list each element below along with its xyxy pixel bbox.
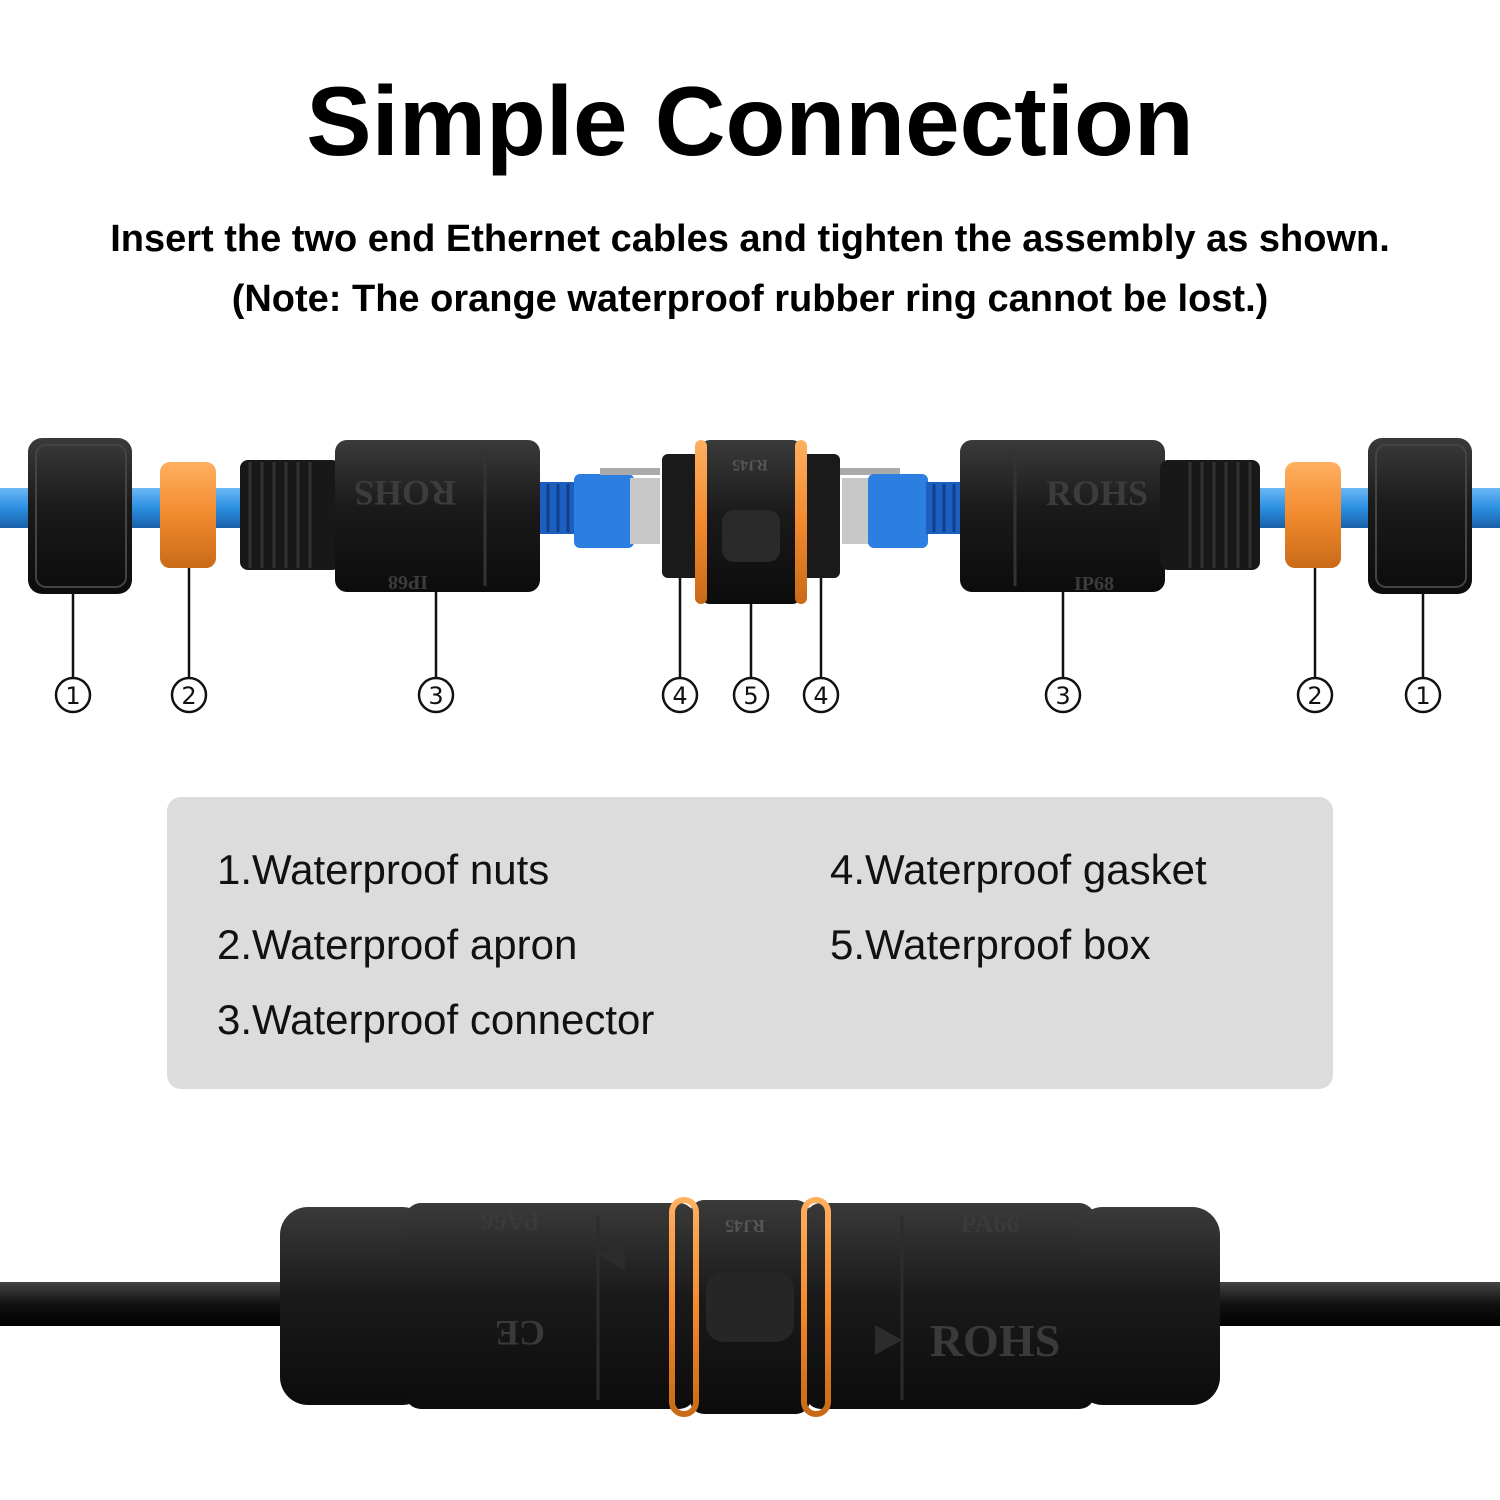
legend-item-nuts: 1.Waterproof nuts: [217, 846, 550, 893]
callout-label-3: 3: [428, 682, 443, 710]
callout-circle-2: [1296, 676, 1334, 714]
rohs-marking-assembled: ROHS: [930, 1315, 1060, 1366]
callout-label-5: 5: [743, 682, 758, 710]
callout-circle-2: [170, 676, 208, 714]
rj45-marking-assembled: RJ45: [725, 1216, 765, 1236]
rohs-marking-left: ROHS: [354, 473, 456, 513]
callout-circle-5: [732, 676, 770, 714]
callout-circle-3: [417, 676, 455, 714]
callout-label-1: 1: [65, 682, 80, 710]
ip68-marking-right: IP68: [1074, 573, 1114, 595]
callout-label-2: 2: [1307, 682, 1322, 710]
ethernet-cable-assembled-left: [0, 1282, 300, 1326]
note-text: (Note: The orange waterproof rubber ring…: [231, 278, 1269, 320]
ip68-marking-left: IP68: [388, 571, 428, 593]
callout-label-2: 2: [181, 682, 196, 710]
waterproof-apron-right: [1285, 462, 1341, 568]
waterproof-connector-right: ROHS IP68: [960, 440, 1260, 595]
assembled-connector: PA66 PA66 RJ45 CE ROHS: [280, 1197, 1220, 1417]
instruction-text: Insert the two end Ethernet cables and t…: [110, 218, 1390, 260]
pa66-marking-left: PA66: [481, 1206, 540, 1235]
ce-marking: CE: [495, 1313, 545, 1353]
parts-legend: 1.Waterproof nuts 2.Waterproof apron 3.W…: [167, 797, 1333, 1089]
callout-circle-4: [661, 676, 699, 714]
ethernet-cable-assembled-right: [1200, 1282, 1500, 1326]
legend-item-gasket: 4.Waterproof gasket: [830, 846, 1207, 893]
pa66-marking-right: PA66: [961, 1209, 1020, 1238]
waterproof-gasket-left: [695, 440, 707, 604]
legend-item-connector: 3.Waterproof connector: [217, 996, 655, 1043]
waterproof-nut-left: [28, 438, 132, 594]
waterproof-nut-right: [1368, 438, 1472, 594]
callout-label-4: 4: [672, 682, 687, 710]
waterproof-connector-left: ROHS IP68: [240, 440, 540, 593]
rohs-marking-right: ROHS: [1046, 473, 1148, 513]
callout-label-3: 3: [1055, 682, 1070, 710]
rj45-plug-right: [840, 468, 962, 548]
waterproof-gasket-right: [795, 440, 807, 604]
waterproof-apron-left: [160, 462, 216, 568]
rj45-plug-left: [540, 468, 660, 548]
callout-circle-3: [1044, 676, 1082, 714]
callout-circle-1: [54, 676, 92, 714]
callout-label-4: 4: [813, 682, 828, 710]
callout-lines: [71, 568, 1425, 677]
callout-label-1: 1: [1415, 682, 1430, 710]
legend-item-apron: 2.Waterproof apron: [217, 921, 578, 968]
callout-circle-1: [1404, 676, 1442, 714]
page-title: Simple Connection: [306, 66, 1194, 176]
rj45-marking-top: RJ45: [732, 456, 768, 473]
legend-item-box: 5.Waterproof box: [830, 921, 1151, 968]
callout-circle-4: [802, 676, 840, 714]
waterproof-box: RJ45: [662, 440, 840, 604]
